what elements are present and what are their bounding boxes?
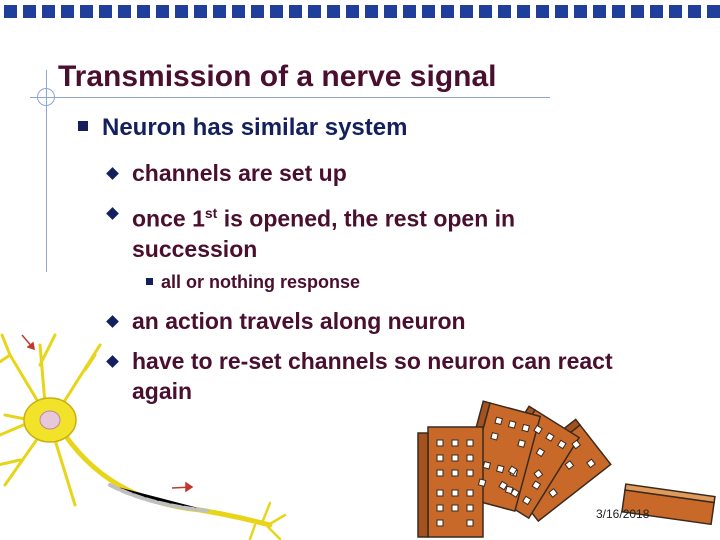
- decorative-square: [289, 5, 302, 18]
- decorative-square: [441, 5, 454, 18]
- decorative-square: [479, 5, 492, 18]
- decorative-square: [4, 5, 17, 18]
- decorative-square: [61, 5, 74, 18]
- decorative-square: [707, 5, 720, 18]
- sub-bullet-text: an action travels along neuron: [132, 308, 466, 334]
- neuron-illustration-icon: [0, 333, 287, 540]
- sub-bullet-text: once 1st is opened, the rest open in suc…: [132, 205, 516, 262]
- guide-horizontal-line: [30, 97, 550, 98]
- decorative-square: [137, 5, 150, 18]
- decorative-square: [213, 5, 226, 18]
- decorative-top-bar: [0, 0, 720, 22]
- sub-bullet-text: have to re-set channels so neuron can re…: [132, 348, 613, 404]
- decorative-square: [517, 5, 530, 18]
- decorative-square: [251, 5, 264, 18]
- guide-circle: [37, 88, 55, 106]
- decorative-square: [612, 5, 625, 18]
- small-square-bullet-icon: [146, 278, 153, 285]
- decorative-square: [403, 5, 416, 18]
- decorative-square: [99, 5, 112, 18]
- sub-bullet-channels: channels are set up: [106, 158, 628, 188]
- main-bullet-text: Neuron has similar system: [102, 114, 408, 141]
- third-level-bullet: all or nothing response: [146, 272, 360, 293]
- ordinal-superscript: st: [204, 205, 218, 221]
- decorative-square: [270, 5, 283, 18]
- decorative-square: [23, 5, 36, 18]
- guide-vertical-line: [46, 70, 47, 272]
- decorative-square: [194, 5, 207, 18]
- decorative-square: [80, 5, 93, 18]
- decorative-square: [156, 5, 169, 18]
- decorative-square: [669, 5, 682, 18]
- decorative-square: [593, 5, 606, 18]
- decorative-square: [327, 5, 340, 18]
- decorative-square: [175, 5, 188, 18]
- decorative-square: [346, 5, 359, 18]
- decorative-square: [555, 5, 568, 18]
- decorative-square: [650, 5, 663, 18]
- decorative-square: [365, 5, 378, 18]
- slide-date: 3/16/2018: [596, 507, 650, 521]
- slide-title: Transmission of a nerve signal: [58, 60, 497, 93]
- decorative-square: [574, 5, 587, 18]
- main-bullet: Neuron has similar system: [78, 114, 407, 142]
- decorative-square: [498, 5, 511, 18]
- decorative-square: [308, 5, 321, 18]
- decorative-square: [536, 5, 549, 18]
- falling-dominoes-illustration-icon: [417, 400, 716, 538]
- sub-bullet-text: channels are set up: [132, 160, 347, 186]
- decorative-square: [384, 5, 397, 18]
- square-bullet-icon: [78, 121, 88, 131]
- decorative-square: [42, 5, 55, 18]
- decorative-square: [688, 5, 701, 18]
- sub-bullet-travels: an action travels along neuron: [106, 306, 668, 336]
- decorative-square: [460, 5, 473, 18]
- decorative-square: [631, 5, 644, 18]
- third-level-text: all or nothing response: [161, 272, 361, 292]
- decorative-square: [422, 5, 435, 18]
- sub-bullet-reset: have to re-set channels so neuron can re…: [106, 346, 668, 406]
- decorative-square: [232, 5, 245, 18]
- sub-bullet-opened: once 1st is opened, the rest open in suc…: [106, 198, 628, 264]
- decorative-square: [118, 5, 131, 18]
